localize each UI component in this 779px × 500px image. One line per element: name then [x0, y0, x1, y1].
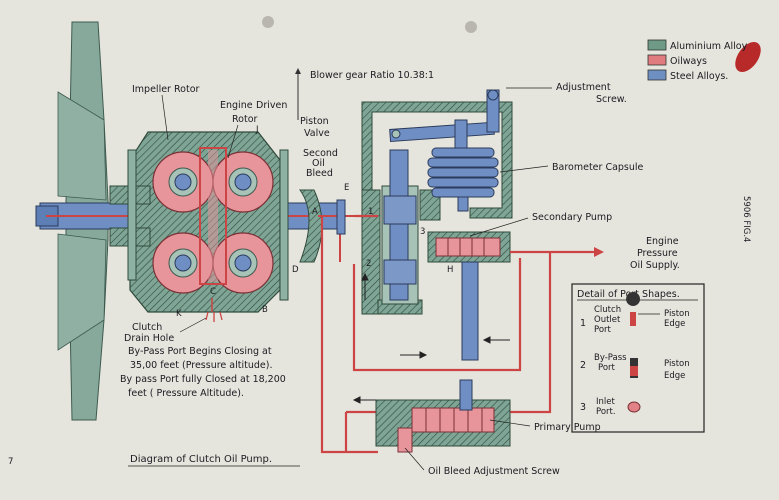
port-num-3: 3 [420, 227, 425, 237]
port-row-2-name: By-Pass [594, 353, 627, 363]
red-pin [735, 41, 761, 73]
port-row-2-edge: Piston [664, 359, 690, 369]
letter-k: K [176, 309, 182, 319]
secondary-pump-housing [361, 101, 513, 315]
label-engine-2: Engine [646, 236, 679, 247]
legend-label-aluminium: Aluminium Alloy [670, 41, 748, 52]
corner-mark: 7 [8, 457, 13, 467]
bevel-gear [299, 189, 323, 263]
label-bleed: Bleed [306, 168, 333, 179]
label-secondary-pump: Secondary Pump [532, 212, 612, 223]
label-rotor: Rotor [232, 114, 258, 125]
port-row-1-num: 1 [580, 318, 586, 329]
primary-pump [375, 379, 511, 453]
label-blower-gear-ratio: Blower gear Ratio 10.38:1 [310, 70, 434, 81]
port-num-1: 1 [368, 207, 373, 217]
label-impeller-rotor: Impeller Rotor [132, 84, 200, 95]
label-piston: Piston [300, 116, 329, 127]
clutch-drain-drips [205, 311, 223, 322]
port-num-2: 2 [366, 259, 371, 269]
legend-swatch-steel [647, 69, 667, 81]
label-adjustment: Adjustment [556, 82, 611, 93]
label-barometer-capsule: Barometer Capsule [552, 162, 644, 173]
letter-c: C [210, 287, 216, 297]
barometer-capsule [427, 147, 499, 212]
diagram-title: Diagram of Clutch Oil Pump. [130, 454, 272, 465]
rotor-gears [152, 147, 274, 294]
port-row-2-name-2: Port [598, 363, 616, 373]
letter-h: H [447, 265, 453, 275]
letter-a: A [312, 207, 318, 217]
port-row-1-name-2: Outlet [594, 315, 621, 325]
port-row-1-name: Clutch [594, 305, 621, 315]
label-driven: Driven [256, 100, 287, 111]
legend: Aluminium Alloy Oilways Steel Alloys. [647, 39, 748, 82]
label-bypass-note-4: feet ( Pressure Altitude). [128, 388, 244, 399]
letter-j: J [255, 125, 259, 135]
figure-reference: 5906 FIG.4 [741, 196, 751, 242]
letter-b: B [262, 305, 268, 315]
label-primary-pump: Primary Pump [534, 422, 601, 433]
label-bypass-note-2: 35,00 feet (Pressure altitude). [130, 360, 272, 371]
punch-hole [262, 16, 274, 28]
letter-d: D [292, 265, 299, 275]
label-oil: Oil [312, 158, 325, 169]
oilway-left [320, 216, 378, 454]
barometer-linkage [389, 89, 500, 151]
port-row-1-edge: Piston [664, 309, 690, 319]
secondary-pump [427, 231, 511, 361]
label-bypass-note-3: By pass Port fully Closed at 18,200 [120, 374, 286, 385]
annotations: Impeller Rotor Engine Driven Rotor Blowe… [8, 70, 751, 477]
port-row-2-num: 2 [580, 360, 586, 371]
label-bypass-note-1: By-Pass Port Begins Closing at [128, 346, 272, 357]
port-row-1-name-3: Port [594, 325, 612, 335]
letter-e: E [344, 183, 349, 193]
port-row-3-name-2: Port. [596, 407, 616, 417]
port-row-1-edge-2: Edge [664, 319, 685, 329]
port-detail-box: Detail of Port Shapes. 1 Clutch Outlet P… [571, 283, 705, 433]
legend-label-steel: Steel Alloys. [670, 71, 728, 82]
legend-swatch-aluminium [647, 39, 667, 51]
port-row-3-name: Inlet [596, 397, 615, 407]
legend-swatch-oilways [647, 54, 667, 66]
punch-hole [465, 21, 477, 33]
port-row-2-edge-2: Edge [664, 371, 685, 381]
label-valve: Valve [304, 128, 330, 139]
label-engine: Engine [220, 100, 253, 111]
label-second: Second [303, 148, 338, 159]
label-pressure: Pressure [637, 248, 678, 259]
label-screw: Screw. [596, 94, 627, 105]
flow-arrows [352, 272, 510, 404]
legend-label-oilways: Oilways [670, 56, 707, 67]
label-drain-hole: Drain Hole [124, 333, 174, 344]
port-row-3-num: 3 [580, 402, 586, 413]
label-oil-bleed-adjustment-screw: Oil Bleed Adjustment Screw [428, 466, 560, 477]
label-oil-supply: Oil Supply. [630, 260, 680, 271]
label-clutch: Clutch [132, 322, 162, 333]
